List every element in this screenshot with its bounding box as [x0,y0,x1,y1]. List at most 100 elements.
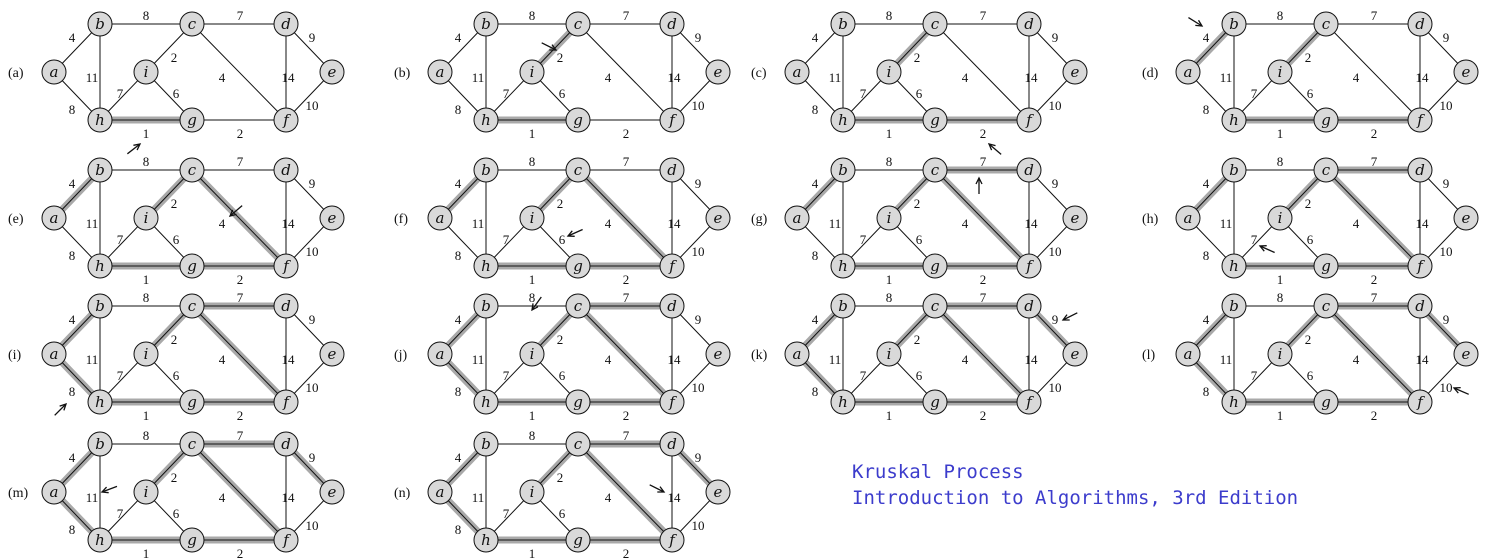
vertex-label: c [574,297,583,315]
vertex-b: b [1221,11,1247,37]
weight-de: 9 [695,312,702,327]
vertex-label: b [95,15,105,33]
edge-cf [934,169,1030,267]
vertex-label: d [1024,161,1034,179]
weight-cf: 4 [605,216,612,231]
vertex-b: b [87,293,113,319]
vertex-e: e [705,59,731,85]
vertex-circle [922,107,948,133]
weight-gh: 1 [529,126,536,141]
vertex-circle [830,157,856,183]
vertex-circle [473,253,499,279]
vertex-label: e [714,209,723,227]
vertex-label: e [714,63,723,81]
vertex-label: d [281,15,291,33]
vertex-a: a [784,59,810,85]
vertex-d: d [273,157,299,183]
vertex-g: g [1313,389,1339,415]
vertex-label: h [95,111,105,129]
vertex-h: h [87,107,113,133]
weight-ef: 10 [306,518,319,533]
weight-ah: 8 [1203,384,1210,399]
vertex-label: e [1071,209,1080,227]
vertex-circle [87,11,113,37]
vertex-circle [1016,389,1042,415]
vertex-a: a [41,341,67,367]
vertex-g: g [565,389,591,415]
weight-df: 14 [1025,352,1039,367]
vertex-circle [565,157,591,183]
vertex-circle [830,107,856,133]
vertex-f: f [273,107,299,133]
weight-fg: 2 [980,126,987,141]
vertex-label: d [281,161,291,179]
vertex-label: h [481,531,491,549]
vertex-circle [922,389,948,415]
vertex-circle [565,107,591,133]
vertex-label: c [1322,297,1331,315]
vertex-i: i [519,205,545,231]
vertex-e: e [1453,205,1479,231]
vertex-circle [179,157,205,183]
vertex-label: f [1416,111,1425,129]
weight-ef: 10 [692,244,705,259]
weight-cf: 4 [219,70,226,85]
edge-cf [577,443,673,541]
vertex-circle [1313,253,1339,279]
vertex-label: e [1071,63,1080,81]
weight-gh: 1 [886,408,893,423]
vertex-circle [133,479,159,505]
vertex-e: e [1453,341,1479,367]
vertex-circle [473,11,499,37]
vertex-circle [519,205,545,231]
vertex-label: g [187,531,197,549]
weight-ab: 4 [69,176,76,191]
vertex-circle [473,157,499,183]
vertex-circle [87,157,113,183]
vertex-h: h [473,389,499,415]
vertex-label: e [328,345,337,363]
weight-ab: 4 [1203,30,1210,45]
weight-ci: 2 [557,50,564,65]
arrow-icon [228,205,243,217]
vertex-circle [179,527,205,553]
vertex-a: a [427,479,453,505]
weight-ci: 2 [557,196,564,211]
weight-ab: 4 [69,30,76,45]
vertex-circle [273,527,299,553]
weight-de: 9 [1443,30,1450,45]
vertex-label: d [281,435,291,453]
vertex-circle [830,253,856,279]
vertex-label: e [1462,345,1471,363]
weight-fg: 2 [623,126,630,141]
vertex-h: h [1221,107,1247,133]
weight-ef: 10 [306,380,319,395]
vertex-circle [1016,107,1042,133]
vertex-i: i [519,479,545,505]
vertex-label: d [1415,15,1425,33]
edge-cf [577,305,673,403]
vertex-circle [922,293,948,319]
vertex-label: a [50,345,59,363]
vertex-i: i [519,59,545,85]
weight-ef: 10 [692,518,705,533]
weight-ci: 2 [171,196,178,211]
weight-bh: 11 [1220,70,1233,85]
vertex-label: a [50,483,59,501]
arrow-icon [1258,245,1275,254]
vertex-h: h [87,527,113,553]
weight-de: 9 [1443,312,1450,327]
vertex-label: b [95,297,105,315]
vertex-label: e [1071,345,1080,363]
weight-ab: 4 [1203,312,1210,327]
vertex-circle [565,431,591,457]
vertex-a: a [41,59,67,85]
vertex-label: f [668,111,677,129]
weight-ci: 2 [914,50,921,65]
vertex-h: h [87,389,113,415]
vertex-i: i [133,205,159,231]
weight-ef: 10 [1440,380,1453,395]
weight-gi: 6 [559,368,566,383]
